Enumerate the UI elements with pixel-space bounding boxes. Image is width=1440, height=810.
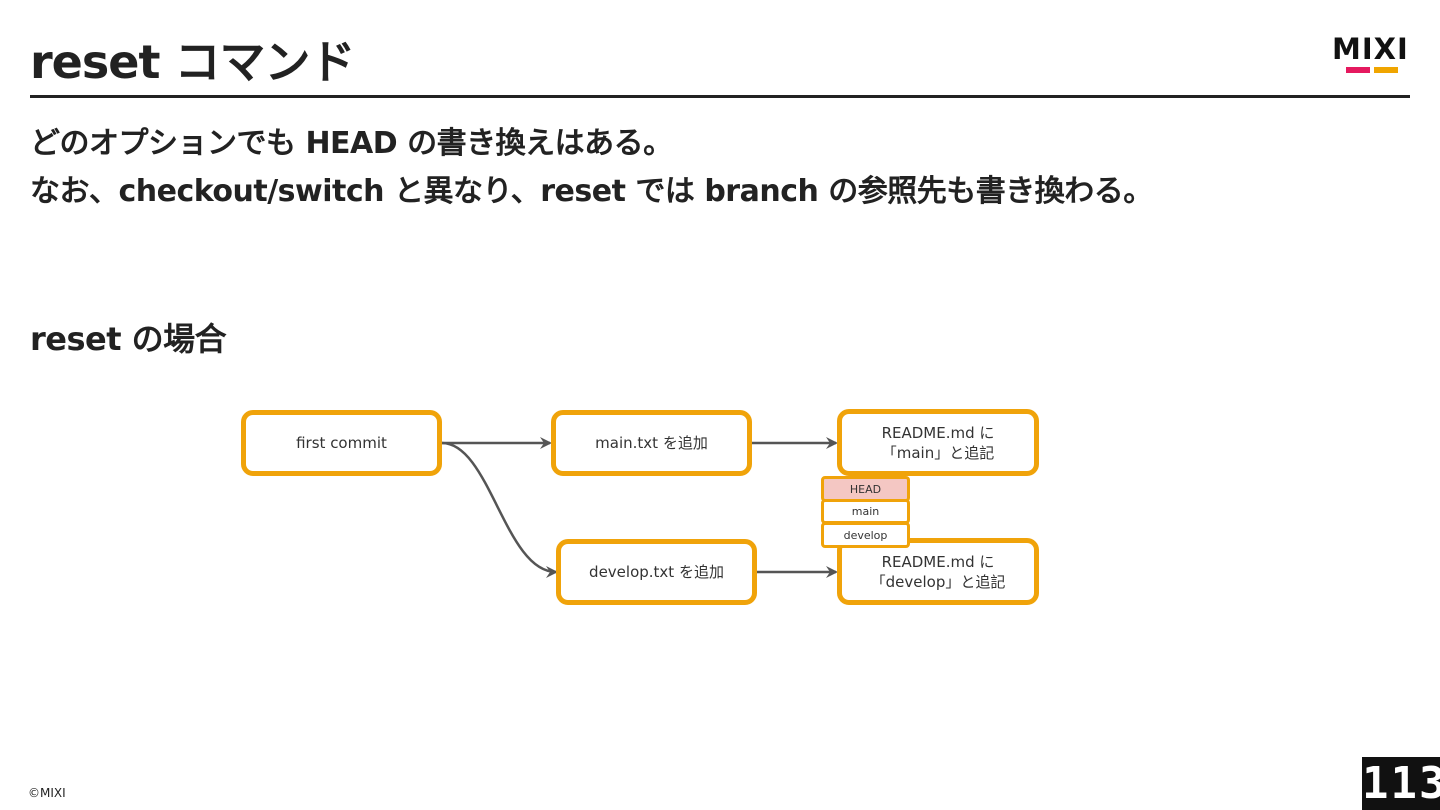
slide-title: reset コマンド [30,35,355,89]
ref-develop: develop [821,522,910,548]
mixi-logo: MIXI [1332,32,1412,76]
section-heading: reset の場合 [30,320,227,358]
page-number: 113 [1362,757,1440,810]
commit-readme-develop-line2: 「develop」と追記 [870,572,1006,591]
commit-develop-add: develop.txt を追加 [556,539,757,605]
commit-first: first commit [241,410,442,476]
body-line-1: どのオプションでも HEAD の書き換えはある。 [30,126,673,161]
ref-main: main [821,499,910,524]
commit-main-add-label: main.txt を追加 [595,434,708,452]
logo-pink-bar [1346,67,1370,73]
title-divider [30,95,1410,98]
body-line-2: なお、checkout/switch と異なり、reset では branch … [30,174,1153,209]
copyright: ©MIXI [28,786,66,800]
commit-readme-main-line1: README.md に [881,423,995,442]
logo-orange-bar [1374,67,1398,73]
commit-first-label: first commit [296,434,387,452]
commit-develop-add-label: develop.txt を追加 [589,563,724,581]
commit-main-add: main.txt を追加 [551,410,752,476]
edge-first-to-develop [441,441,558,578]
commit-readme-main-line2: 「main」と追記 [881,443,995,462]
logo-text: MIXI [1332,32,1409,66]
commit-readme-develop-line1: README.md に [881,552,995,571]
commit-readme-main: README.md に 「main」と追記 [837,409,1039,476]
commit-readme-develop: README.md に 「develop」と追記 [837,538,1039,605]
